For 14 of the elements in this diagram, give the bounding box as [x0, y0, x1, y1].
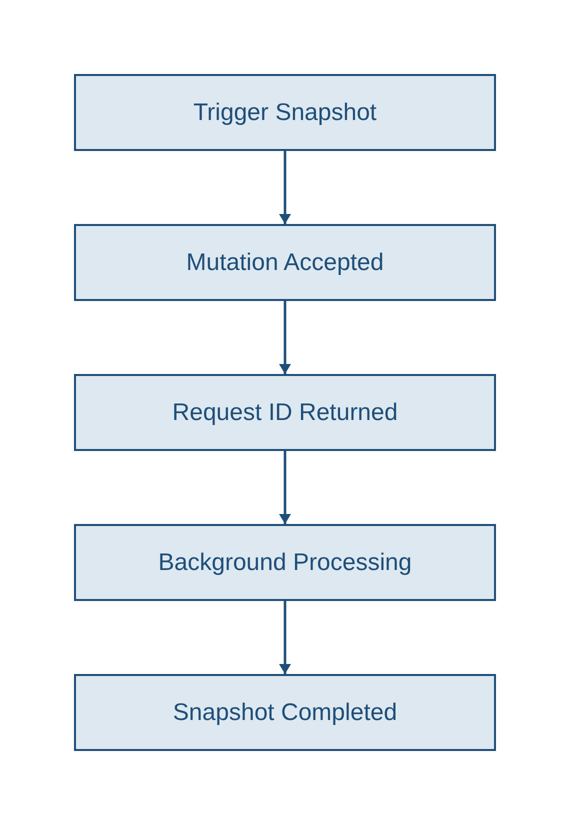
box-label: Request ID Returned [172, 398, 398, 426]
arrow [279, 601, 291, 674]
process-box [74, 74, 496, 151]
process-box [74, 374, 496, 451]
arrow [279, 151, 291, 224]
process-box [74, 524, 496, 601]
box-label: Trigger Snapshot [193, 98, 377, 126]
arrow [279, 451, 291, 524]
box-label: Background Processing [158, 548, 412, 576]
process-box [74, 674, 496, 751]
process-box [74, 224, 496, 301]
box-label: Snapshot Completed [172, 698, 398, 726]
arrow [279, 301, 291, 374]
box-label: Mutation Accepted [186, 248, 384, 276]
